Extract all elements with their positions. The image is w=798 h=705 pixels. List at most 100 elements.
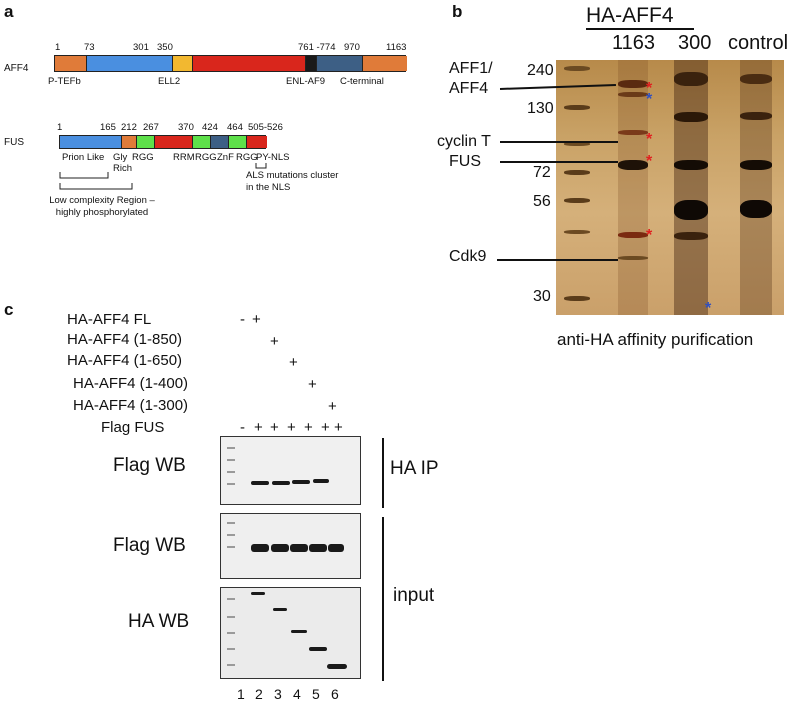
aff4-domain-bar xyxy=(54,55,407,72)
marker-130: 130 xyxy=(527,100,554,117)
fus-pos-464: 464 xyxy=(227,122,243,133)
fus-name: FUS xyxy=(4,137,24,148)
pointer-cyclin-t xyxy=(500,141,618,143)
gel-star-red-2: * xyxy=(646,131,653,148)
gel-star-red-3: * xyxy=(646,153,653,170)
panel-a-label: a xyxy=(4,2,14,21)
gel-ladder-lane xyxy=(564,60,590,315)
panel-c-label: c xyxy=(4,300,14,319)
aff4-pos-1163: 1163 xyxy=(386,42,407,53)
gel-lane-1163 xyxy=(618,60,648,315)
marker-240: 240 xyxy=(527,62,554,79)
fus-domain-gly: Gly Rich xyxy=(113,152,133,174)
fus-nls-segment xyxy=(247,136,267,148)
fus-pos-165: 165 xyxy=(100,122,116,133)
fus-low-complexity-note: Low complexity Region – highly phosphory… xyxy=(49,195,155,218)
marker-30: 30 xyxy=(533,288,551,305)
fus-domain-rrm: RRM xyxy=(173,152,195,163)
row-label-ha-aff4-fl: HA-AFF4 FL xyxy=(67,311,152,328)
panel-b-label: b xyxy=(452,2,463,21)
ha-aff4-header: HA-AFF4 xyxy=(586,4,674,27)
row-label-ha-aff4-1-400: HA-AFF4 (1-400) xyxy=(73,375,189,392)
marker-56: 56 xyxy=(533,193,551,210)
sign-fus-lane3: + xyxy=(270,419,279,436)
fus-domain-rgg1: RGG xyxy=(132,152,154,163)
aff4-pos-73: 73 xyxy=(84,42,95,53)
blot-flag-ip xyxy=(220,436,361,505)
lane-number-6: 6 xyxy=(331,686,339,702)
sign-650-lane4: + xyxy=(289,354,298,371)
fus-domain-pynls: PY-NLS xyxy=(256,152,290,163)
aff4-enl-af9-segment xyxy=(306,56,317,71)
aff4-pos-350: 350 xyxy=(157,42,173,53)
aff4-pos-301: 301 xyxy=(133,42,149,53)
fus-pos-505-526: 505-526 xyxy=(248,122,283,133)
aff4-pos-761: 761 -774 xyxy=(298,42,336,53)
fus-domain-prion: Prion Like xyxy=(62,152,105,163)
aff4-pos-970: 970 xyxy=(344,42,360,53)
blot-flag-input xyxy=(220,513,361,579)
aff4-end-segment xyxy=(363,56,407,71)
fus-rgg2-segment xyxy=(193,136,211,148)
pointer-cdk9 xyxy=(497,259,618,261)
ha-aff4-underline xyxy=(586,28,694,30)
sign-fl-lane2: + xyxy=(252,311,261,328)
fus-pos-370: 370 xyxy=(178,122,194,133)
aff4-domain-ptefb: P-TEFb xyxy=(48,76,81,87)
fus-rrm-segment xyxy=(155,136,193,148)
fus-als-note: ALS mutations cluster in the NLS xyxy=(246,170,339,193)
gel-star-blue-2: * xyxy=(705,300,712,317)
lane-number-5: 5 xyxy=(312,686,320,702)
fus-gly-segment xyxy=(122,136,137,148)
protein-label-cdk9: Cdk9 xyxy=(449,248,487,265)
blot-ha-input xyxy=(220,587,361,679)
aff4-pos-1: 1 xyxy=(55,42,61,53)
sign-400-lane5: + xyxy=(308,376,317,393)
fus-pos-1: 1 xyxy=(57,122,63,133)
fus-rgg3-segment xyxy=(229,136,247,148)
lane-number-4: 4 xyxy=(293,686,301,702)
fus-domain-rgg2: RGG xyxy=(195,152,217,163)
row-label-ha-aff4-1-650: HA-AFF4 (1-650) xyxy=(67,352,183,369)
aff4-name: AFF4 xyxy=(4,63,29,74)
lane-number-1: 1 xyxy=(237,686,245,702)
fus-prion-segment xyxy=(60,136,122,148)
row-label-ha-aff4-1-300: HA-AFF4 (1-300) xyxy=(73,397,189,414)
fus-pos-424: 424 xyxy=(202,122,218,133)
protein-label-cyclin-t: cyclin T xyxy=(437,133,491,150)
gel-lane-control xyxy=(740,60,772,315)
sign-fl-lane1: - xyxy=(240,311,245,328)
gel-star-red-4: * xyxy=(646,227,653,244)
sign-300-lane6: + xyxy=(328,398,337,415)
sign-fus-lane1: - xyxy=(240,419,245,436)
sign-850-lane3: + xyxy=(270,333,279,350)
pointer-fus xyxy=(500,161,618,163)
marker-72: 72 xyxy=(533,164,551,181)
sign-fus-lane2: + xyxy=(254,419,263,436)
side-label-input: input xyxy=(393,585,435,606)
panel-b-caption: anti-HA affinity purification xyxy=(557,330,754,349)
aff4-blue-segment xyxy=(87,56,173,71)
fus-rgg1-segment xyxy=(137,136,155,148)
sign-fus-lane6: + xyxy=(321,419,330,436)
blot-label-flag-wb-ip: Flag WB xyxy=(113,455,186,476)
lane-number-2: 2 xyxy=(255,686,263,702)
lane-label-control: control xyxy=(728,32,789,54)
fus-pos-212: 212 xyxy=(121,122,137,133)
sign-fus-lane5: + xyxy=(304,419,313,436)
aff4-domain-cterm: C-terminal xyxy=(340,76,384,87)
sign-fus-lane6b: + xyxy=(334,419,343,436)
fus-domain-rgg3: RGG xyxy=(236,152,258,163)
lane-label-300: 300 xyxy=(678,32,712,54)
protein-label-aff4: AFF4 xyxy=(449,80,489,97)
fus-domain-znf: ZnF xyxy=(217,152,234,163)
aff4-domain-enl-af9: ENL-AF9 xyxy=(286,76,326,87)
aff4-ell2-segment xyxy=(173,56,193,71)
ip-bracket-line xyxy=(382,438,384,508)
blot-label-flag-wb-input: Flag WB xyxy=(113,535,186,556)
fus-annotation-brackets xyxy=(59,163,267,190)
lane-number-3: 3 xyxy=(274,686,282,702)
gel-star-red-1: * xyxy=(646,80,653,97)
row-label-flag-fus: Flag FUS xyxy=(101,419,165,436)
sign-fus-lane4: + xyxy=(287,419,296,436)
